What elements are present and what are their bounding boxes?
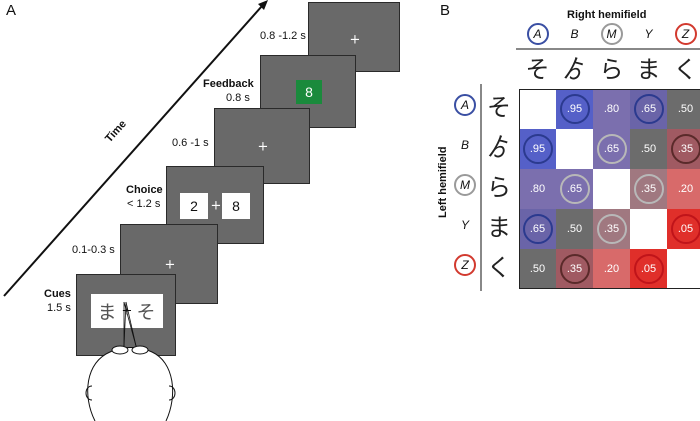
matrix-border [519,89,700,289]
choice-right-option: 8 [222,193,250,219]
matrix-cell [593,89,630,129]
column-header-kana: ら [599,55,624,84]
highlight-ring-icon [670,214,700,244]
highlight-ring-icon [559,94,590,124]
feedback-duration: 0.8 s [226,92,250,104]
column-header-letter: M [606,27,617,41]
column-header-kana: そ [525,55,550,84]
matrix-cell-value: .65 [640,103,657,115]
cues-title: Cues [44,288,71,300]
row-header-kana: ゟ [487,133,511,162]
column-header-kana: ま [636,55,661,84]
row-header-kana: ま [487,213,511,242]
stimulus-circle-icon [454,254,476,276]
matrix-cell-value: .35 [640,183,657,195]
matrix-cell-value: .50 [529,263,546,275]
matrix-cell-value: .35 [566,263,583,275]
matrix-cell-value: .05 [677,223,694,235]
column-header-kana: ゟ [562,55,587,84]
row-header-kana: そ [487,93,511,122]
cue-right-kana: そ [136,301,156,324]
panel-a-letter: A [6,2,17,19]
column-header-kana: く [673,55,698,84]
highlight-ring-icon [633,174,664,204]
highlight-ring-icon [596,214,627,244]
matrix-cell [556,129,593,169]
matrix-cell [667,169,700,209]
fixation-cross: + [164,257,176,273]
highlight-ring-icon [596,134,627,164]
stimulus-circle-icon [600,23,623,45]
highlight-ring-icon [522,214,553,244]
matrix-cell-value: .95 [566,103,583,115]
fixation-cross: + [349,32,361,48]
row-header-letter: M [460,178,470,192]
column-header-letter: A [533,27,542,41]
matrix-cell-value: .65 [529,223,546,235]
feedback-title: Feedback [203,78,254,90]
matrix-cell [519,89,556,129]
matrix-cell-value: .50 [677,103,694,115]
row-header-letter: A [460,98,470,112]
matrix-cell-value: .95 [529,143,546,155]
highlight-ring-icon [633,94,664,124]
panel-b-letter: B [440,2,451,19]
highlight-ring-icon [633,254,664,284]
matrix-cell-value: .20 [603,263,620,275]
matrix-cell-value: .35 [603,223,620,235]
stimulus-circle-icon [526,23,549,45]
matrix-cell-value: .50 [566,223,583,235]
matrix-cell-value: .65 [603,143,620,155]
column-header-letter: Z [681,27,690,41]
fixation-cross: + [210,198,222,214]
matrix-cell-value: .80 [529,183,546,195]
highlight-ring-icon [522,134,553,164]
highlight-ring-icon [559,174,590,204]
isi1-duration: 0.1-0.3 s [72,244,115,256]
matrix-cell-value: .80 [603,103,620,115]
row-header-kana: く [487,253,511,282]
matrix-cell [593,169,630,209]
row-header-kana: ら [487,173,511,202]
highlight-ring-icon [670,134,700,164]
stimulus-circle-icon [674,23,697,45]
highlight-ring-icon [559,254,590,284]
iti-duration: 0.8 -1.2 s [260,30,306,42]
matrix-cell-value: .20 [677,183,694,195]
column-header-letter: B [570,27,579,41]
stimulus-circle-icon [454,94,476,116]
matrix-cell-value: .35 [677,143,694,155]
choice-title: Choice [126,184,163,196]
matrix-cell-value: .05 [640,263,657,275]
matrix-cell [519,169,556,209]
cue-panel: ま + そ [91,294,163,328]
time-arrow [3,0,268,297]
row-header-letter: Y [460,218,470,232]
right-hemifield-title: Right hemifield [567,9,647,21]
matrix-cell [667,249,700,289]
observer-head-icon [85,301,176,421]
isi2-duration: 0.6 -1 s [172,137,209,149]
feedback-value: 8 [296,80,322,104]
matrix-cell [519,249,556,289]
column-header-letter: Y [644,27,653,41]
matrix-cell [593,249,630,289]
fixation-cross: + [257,139,269,155]
matrix-cell-value: .65 [566,183,583,195]
fixation-cross: + [121,303,133,319]
matrix-cell [556,209,593,249]
matrix-cell-value: .50 [640,143,657,155]
matrix-cell [667,89,700,129]
choice-left-option: 2 [180,193,208,219]
row-header-letter: Z [461,258,469,272]
stimulus-circle-icon [454,174,476,196]
choice-duration: < 1.2 s [127,198,161,210]
cues-duration: 1.5 s [47,302,71,314]
matrix-cell [630,209,667,249]
row-header-letter: B [460,138,470,152]
matrix-cell [630,129,667,169]
cue-left-kana: ま [97,301,117,324]
